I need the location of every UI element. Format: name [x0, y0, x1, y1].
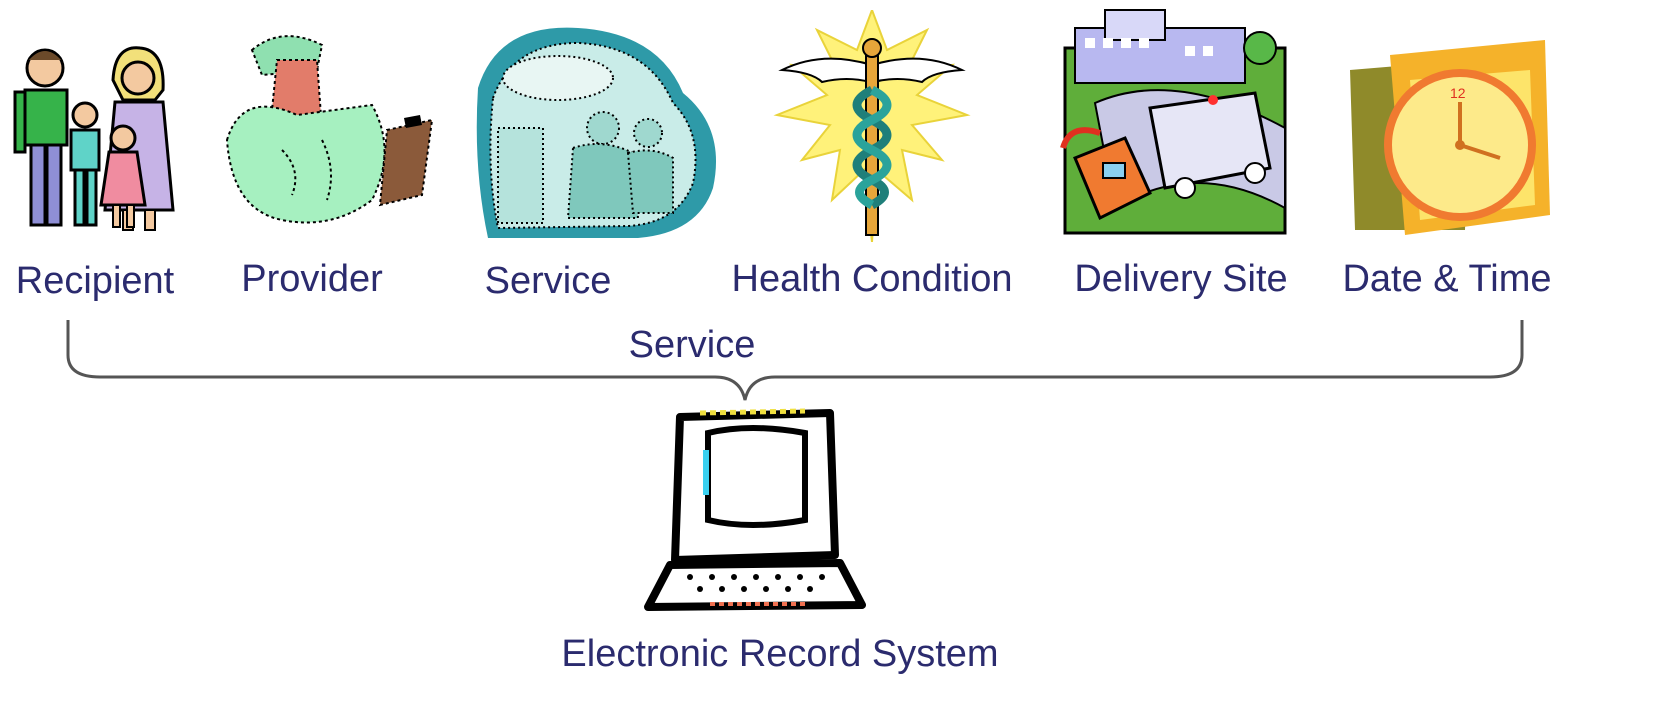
electronic-record-system-label: Electronic Record System [561, 633, 999, 675]
recipient-label: Recipient [15, 260, 175, 302]
health-condition-label: Health Condition [731, 258, 1013, 300]
provider-label: Provider [241, 258, 383, 300]
date-time-label: Date & Time [1342, 258, 1552, 300]
computer-icon [640, 405, 870, 617]
grouping-brace [0, 315, 1670, 405]
svg-text:12: 12 [1450, 85, 1466, 101]
doctor-icon [222, 20, 452, 235]
delivery-site-label: Delivery Site [1074, 258, 1288, 300]
surgery-icon [468, 18, 730, 240]
family-icon [5, 40, 180, 235]
clock-icon: 12 [1350, 40, 1550, 240]
caduceus-icon [752, 10, 992, 242]
service-label: Service [484, 260, 612, 302]
group-service-label: Service [628, 324, 756, 366]
hospital-icon [1055, 8, 1295, 238]
